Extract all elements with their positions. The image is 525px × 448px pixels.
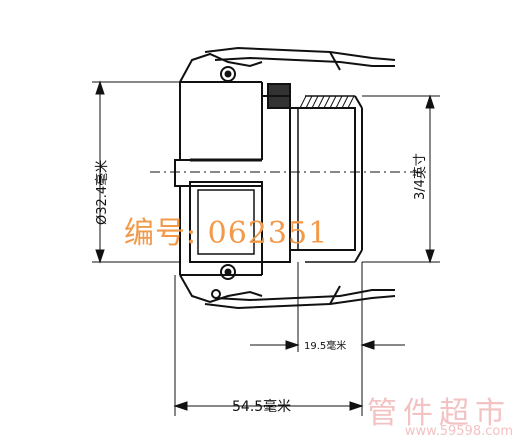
diameter-label: Ø32.4毫米 — [94, 160, 110, 225]
brand-url: www.59598.com — [404, 424, 513, 439]
dimension-diameter — [92, 80, 180, 264]
cam-lever-lower — [179, 264, 396, 310]
dimension-total-length — [173, 275, 364, 416]
coupler-body — [174, 81, 263, 276]
thread-hatching — [299, 95, 355, 109]
dimension-thread — [362, 94, 440, 264]
total-length-label: 54.5毫米 — [232, 398, 291, 415]
threaded-tail — [262, 83, 363, 263]
brand-watermark: 管件超市 — [367, 396, 511, 431]
watermark-code: 编号: 062351 — [124, 216, 329, 251]
thread-label: 3/4英寸 — [413, 153, 428, 200]
inner-length-label: 19.5毫米 — [304, 339, 346, 352]
cam-lever-upper — [179, 46, 396, 83]
